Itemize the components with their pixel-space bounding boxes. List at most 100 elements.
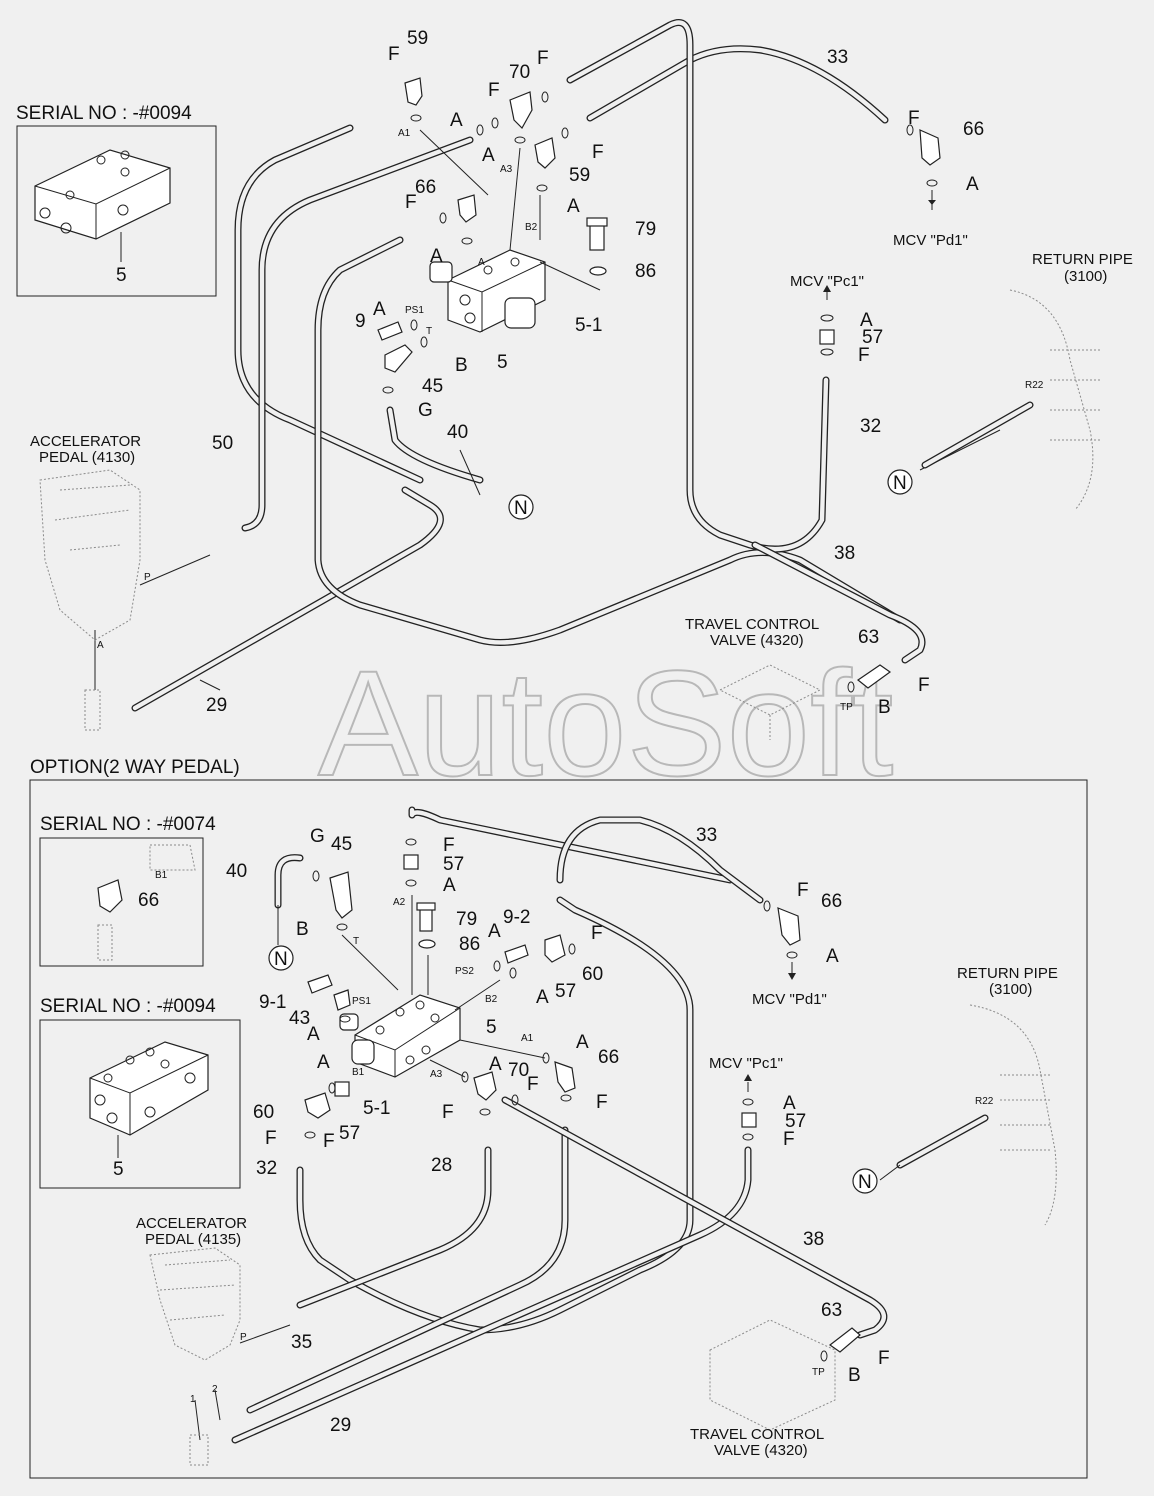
top-connector-n bbox=[508, 494, 534, 520]
option-part-number: 86 bbox=[459, 934, 480, 955]
top-part-number: 5-1 bbox=[575, 315, 602, 336]
option-fitting-57-left bbox=[334, 1081, 350, 1097]
top-bolt-79 bbox=[586, 217, 608, 251]
option-port-label: B2 bbox=[485, 994, 498, 1005]
top-o-rings bbox=[382, 91, 938, 693]
option-port-label: A3 bbox=[430, 1069, 443, 1080]
top-part-number: 33 bbox=[827, 47, 848, 68]
option-hose-29 bbox=[231, 1146, 752, 1444]
option-part-number: 40 bbox=[226, 861, 247, 882]
top-serial-box-part: 5 bbox=[116, 265, 127, 286]
option-part-number: 9-1 bbox=[259, 992, 286, 1013]
option-letter-label: F bbox=[442, 1102, 454, 1123]
top-hose-50 bbox=[234, 124, 474, 532]
option-part-number: 60 bbox=[582, 964, 603, 985]
top-arrow-pd1 bbox=[928, 200, 936, 205]
option-hose-38 bbox=[501, 1096, 888, 1339]
option-part-number: 33 bbox=[696, 825, 717, 846]
option-accelerator-ghost bbox=[149, 1247, 241, 1466]
top-return-connector-n bbox=[887, 469, 913, 495]
option-port-label: 2 bbox=[212, 1384, 218, 1395]
option-serial-1-elbow-icon bbox=[97, 844, 196, 961]
option-washer-86 bbox=[418, 939, 436, 949]
top-hose-33 bbox=[586, 45, 889, 124]
top-letter-label: F bbox=[405, 192, 417, 213]
option-fitting-9-2 bbox=[504, 944, 529, 964]
option-fitting-63 bbox=[828, 1327, 861, 1353]
top-return-connector-n-label: N bbox=[893, 473, 907, 494]
option-letter-label: A bbox=[317, 1052, 330, 1073]
option-letter-label: G bbox=[310, 826, 325, 847]
top-letter-label: F bbox=[908, 108, 920, 129]
top-part-number: 70 bbox=[509, 62, 530, 83]
top-part-number: 32 bbox=[860, 416, 881, 437]
option-part-number: 5-1 bbox=[363, 1098, 390, 1119]
option-fitting-45 bbox=[329, 871, 353, 919]
top-port-label: P bbox=[144, 572, 151, 583]
option-port-label: TP bbox=[812, 1367, 825, 1378]
option-part-number: 32 bbox=[256, 1158, 277, 1179]
top-fitting-9 bbox=[377, 321, 403, 341]
top-serial-box-title: SERIAL NO : -#0094 bbox=[16, 103, 192, 124]
top-part-number: 66 bbox=[963, 119, 984, 140]
option-part-number: 5 bbox=[486, 1017, 497, 1038]
option-frame bbox=[29, 779, 1088, 1479]
top-port-label: TP bbox=[840, 702, 853, 713]
option-serial-2-block-icon bbox=[89, 1041, 209, 1136]
option-part-number: 66 bbox=[598, 1047, 619, 1068]
top-fitting-57 bbox=[819, 314, 835, 356]
top-travel-valve-line-2: VALVE (4320) bbox=[710, 632, 804, 649]
option-part-number: 28 bbox=[431, 1155, 452, 1176]
top-accelerator-line-1: ACCELERATOR bbox=[30, 433, 141, 450]
option-serial-box-2-part: 5 bbox=[113, 1159, 124, 1180]
top-mcv-pd1: MCV "Pd1" bbox=[893, 232, 968, 249]
top-letter-label-small: A bbox=[478, 257, 485, 268]
option-part-number: 79 bbox=[456, 909, 477, 930]
top-letter-label: G bbox=[418, 400, 433, 421]
top-hose-right-loop bbox=[566, 19, 830, 553]
top-fitting-59-a bbox=[404, 77, 423, 106]
option-letter-label: F bbox=[596, 1092, 608, 1113]
top-serial-block-icon bbox=[34, 149, 171, 240]
option-accelerator-line-1: ACCELERATOR bbox=[136, 1215, 247, 1232]
top-letter-label: F bbox=[388, 44, 400, 65]
top-letter-label: F bbox=[488, 80, 500, 101]
option-return-connector-n-label: N bbox=[858, 1172, 872, 1193]
option-hose-large-loop bbox=[296, 896, 694, 1334]
option-fitting-66-b bbox=[554, 1061, 576, 1093]
option-fitting-60-a bbox=[544, 934, 566, 963]
option-hose-40 bbox=[274, 854, 304, 909]
top-leader-lines bbox=[94, 129, 1001, 691]
option-letter-label: A bbox=[783, 1093, 796, 1114]
top-return-pipe-ghost bbox=[1009, 289, 1100, 511]
top-part-number: 5 bbox=[497, 352, 508, 373]
top-part-number: 29 bbox=[206, 695, 227, 716]
top-valve-block-5 bbox=[429, 249, 546, 333]
top-port-label: A3 bbox=[500, 164, 513, 175]
top-hose-40 bbox=[386, 406, 484, 484]
option-letter-label: A bbox=[536, 987, 549, 1008]
option-part-number: 60 bbox=[253, 1102, 274, 1123]
top-return-pipe-line-2: (3100) bbox=[1064, 268, 1107, 285]
top-fitting-66-a bbox=[457, 194, 477, 223]
top-letter-label: A bbox=[966, 174, 979, 195]
option-fitting-66-a bbox=[777, 907, 801, 946]
top-travel-valve-line-1: TRAVEL CONTROL bbox=[685, 616, 819, 633]
top-port-label: A bbox=[97, 640, 104, 651]
top-serial-box bbox=[16, 125, 217, 297]
option-fitting-70-tee bbox=[473, 1071, 497, 1101]
top-part-number: 86 bbox=[635, 261, 656, 282]
top-port-label: T bbox=[426, 326, 432, 337]
top-part-number: 50 bbox=[212, 433, 233, 454]
option-title: OPTION(2 WAY PEDAL) bbox=[30, 757, 240, 778]
top-fitting-45 bbox=[384, 344, 413, 373]
option-letter-label: F bbox=[443, 835, 455, 856]
option-port-label: A2 bbox=[393, 897, 406, 908]
option-connector-n-label: N bbox=[274, 949, 288, 970]
option-serial-box-2-title: SERIAL NO : -#0094 bbox=[40, 996, 216, 1017]
option-return-pipe-line-1: RETURN PIPE bbox=[957, 965, 1058, 982]
option-letter-label: A bbox=[826, 946, 839, 967]
option-arrow-pd1 bbox=[788, 973, 796, 980]
option-port-label: B1 bbox=[352, 1067, 365, 1078]
